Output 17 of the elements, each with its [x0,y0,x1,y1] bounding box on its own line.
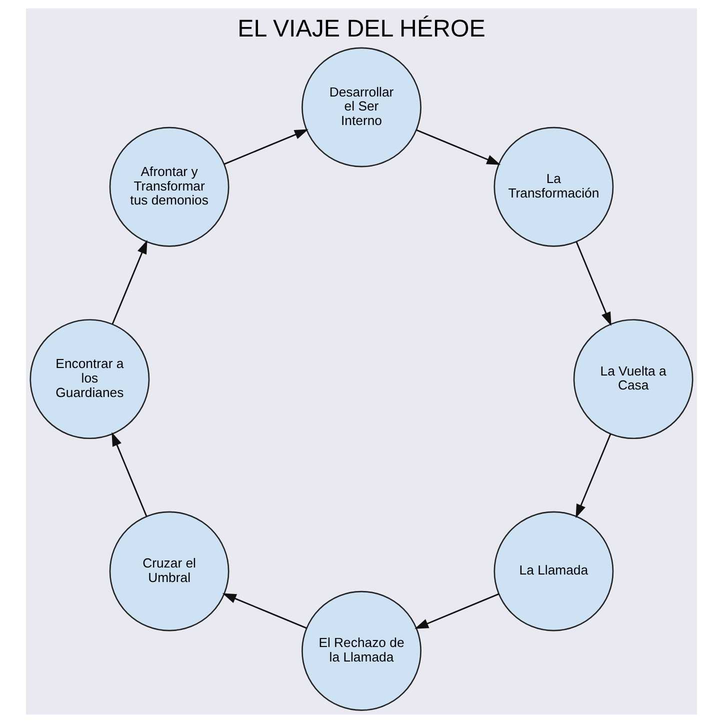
node-circle: Afrontar y Transformar tus demonios [109,126,230,247]
node-circle: El Rechazo de la Llamada [302,590,422,711]
node-circle: La Vuelta a Casa [573,319,694,440]
arrow [576,242,612,326]
diagram-title: EL VIAJE DEL HÉROE [238,16,486,43]
node-circle: Desarrollar el Ser Interno [302,47,422,168]
arrow [414,593,499,629]
arrow [112,432,148,516]
arrow [576,434,612,518]
node-circle: La Llamada [494,511,614,632]
node-circle: La Transformación [494,126,614,247]
arrow [416,129,501,165]
arrow [222,593,307,629]
arrow [112,240,148,324]
node-circle: Cruzar el Umbral [109,511,230,632]
arrow [224,129,308,165]
node-circle: Encontrar a los Guardianes [30,319,150,440]
